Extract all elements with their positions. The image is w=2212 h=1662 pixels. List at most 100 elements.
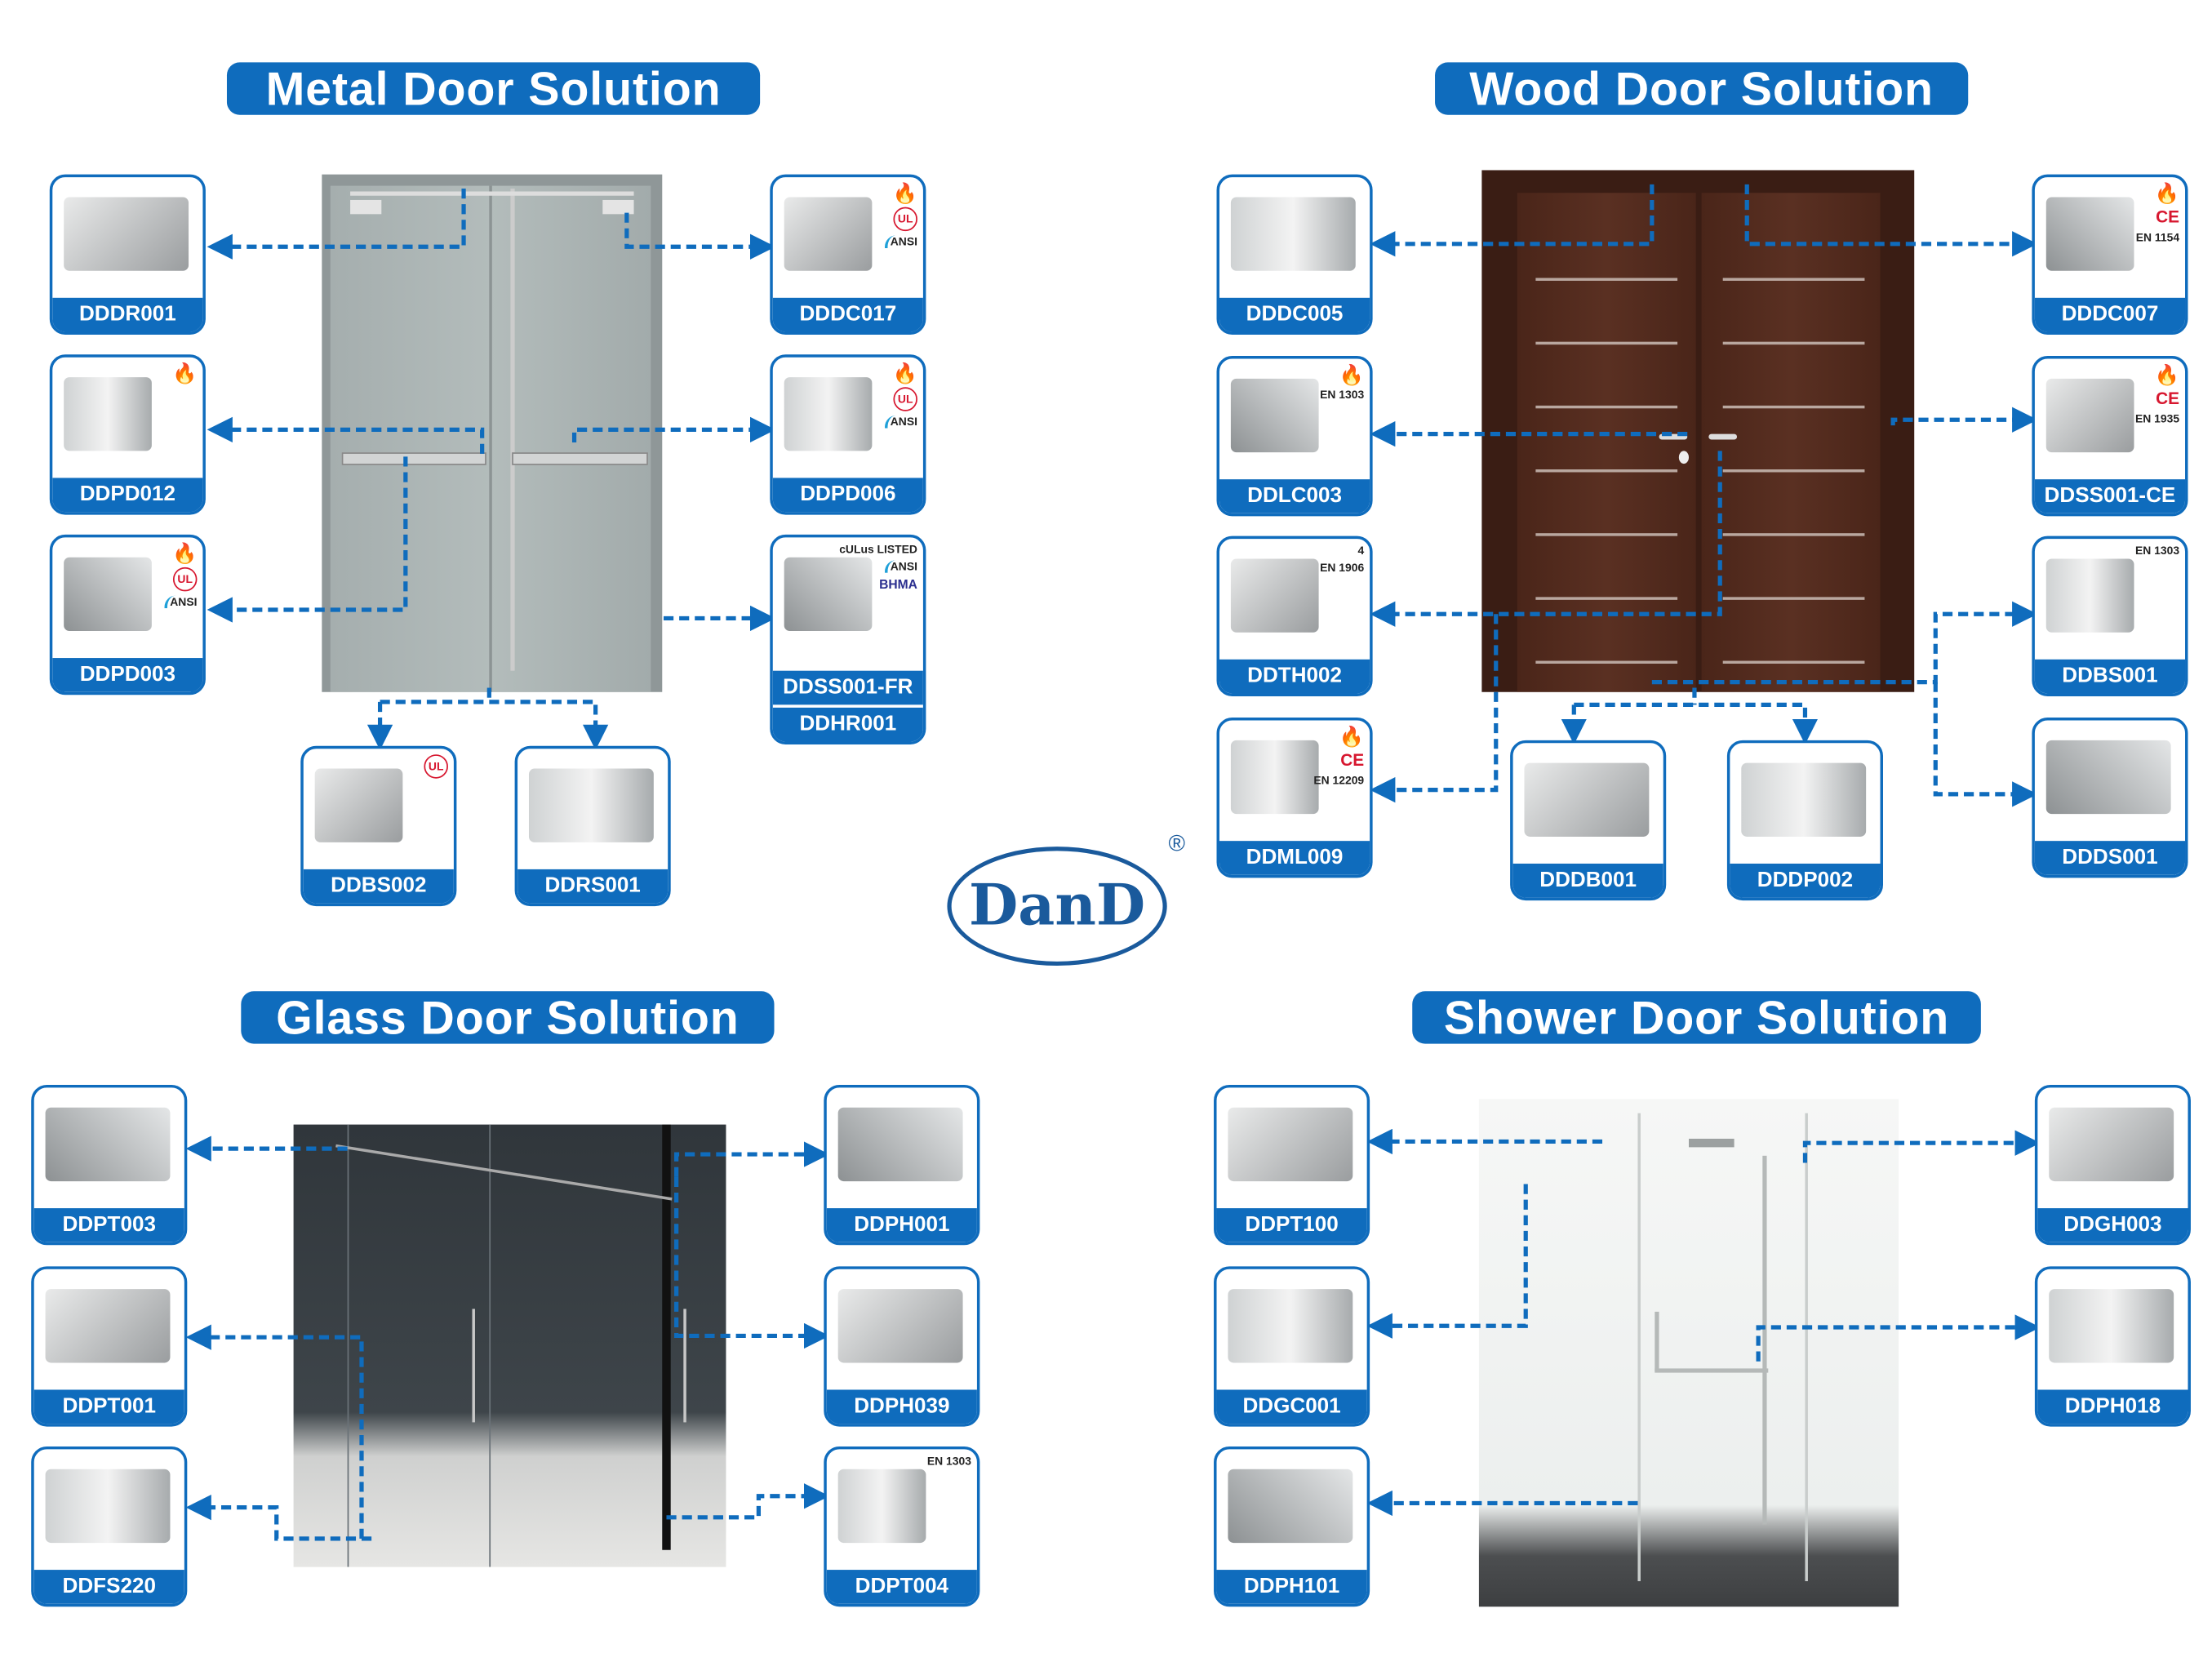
product-photo — [2045, 378, 2134, 453]
certification-badges: EN 1303 — [927, 1455, 971, 1468]
product-card-ddpt003[interactable]: DDPT003 — [31, 1084, 188, 1246]
product-photo — [837, 1469, 926, 1544]
product-code: DDPD012 — [52, 478, 203, 513]
product-photo — [64, 197, 189, 271]
product-image — [2037, 1087, 2188, 1208]
connector-arrow — [185, 1495, 372, 1541]
wood-door-title: Wood Door Solution — [1435, 62, 1969, 115]
en-1935-badge: EN 1935 — [2134, 412, 2180, 426]
door-groove — [1535, 660, 1678, 664]
product-card-ddph018[interactable]: DDPH018 — [2034, 1266, 2191, 1427]
product-photo — [1228, 1107, 1353, 1182]
ul-badge: UL — [893, 387, 917, 411]
product-image: UL — [304, 749, 454, 869]
glass-door-title: Glass Door Solution — [241, 991, 775, 1044]
product-image — [34, 1087, 184, 1208]
product-image — [827, 1087, 977, 1208]
product-photo — [1228, 1289, 1353, 1363]
product-photo — [2045, 197, 2134, 271]
product-code: DDSS001-FR — [772, 670, 923, 705]
product-photo — [837, 1107, 963, 1182]
product-card-ddph101[interactable]: DDPH101 — [1214, 1446, 1370, 1607]
product-code: DDPT001 — [33, 1389, 184, 1424]
product-code: DDPT003 — [33, 1208, 184, 1242]
certification-badges: 🔥 — [172, 363, 197, 383]
metal-door-image — [322, 174, 663, 692]
product-code: DDRS001 — [517, 869, 668, 904]
product-card-ddph001[interactable]: DDPH001 — [824, 1084, 980, 1246]
door-groove — [1535, 341, 1678, 345]
connector-arrow — [1370, 614, 1499, 803]
connector-arrow — [207, 189, 466, 260]
product-card-ddgh003[interactable]: DDGH003 — [2034, 1084, 2191, 1246]
product-code: DDDC017 — [772, 297, 923, 332]
product-image — [34, 1449, 184, 1570]
product-code: DDDP002 — [1730, 863, 1881, 898]
product-card-dddr001[interactable]: DDDR001 — [49, 174, 206, 335]
door-groove — [1722, 533, 1865, 536]
product-card-ddpt001[interactable]: DDPT001 — [31, 1266, 188, 1427]
product-image — [1217, 1449, 1367, 1570]
product-card-dddb001[interactable]: DDDB001 — [1510, 740, 1667, 901]
product-code: DDPH039 — [826, 1389, 977, 1424]
product-card-ddpd012[interactable]: 🔥 DDPD012 — [49, 354, 206, 515]
product-image: EN 1303 — [2035, 539, 2185, 660]
dand-logo: DanD — [947, 847, 1167, 967]
product-photo — [45, 1107, 171, 1182]
en-1303-badge: EN 1303 — [926, 1455, 971, 1469]
fire-rated-icon: 🔥 — [1339, 724, 1365, 748]
product-photo — [2049, 1107, 2174, 1182]
door-groove — [1535, 469, 1678, 473]
product-card-dddp002[interactable]: DDDP002 — [1726, 740, 1884, 901]
door-groove — [1722, 405, 1865, 409]
product-card-ddpt100[interactable]: DDPT100 — [1214, 1084, 1370, 1246]
connector-arrow — [666, 1483, 830, 1520]
product-code: DDPH018 — [2037, 1389, 2188, 1424]
product-code: DDBS002 — [303, 869, 454, 904]
product-card-ddgc001[interactable]: DDGC001 — [1214, 1266, 1370, 1427]
product-card-dddc005[interactable]: DDDC005 — [1216, 174, 1373, 335]
product-card-ddfs220[interactable]: DDFS220 — [31, 1446, 188, 1607]
product-card-ddrs001[interactable]: DDRS001 — [514, 745, 671, 907]
product-code: DDPT004 — [826, 1570, 977, 1604]
product-card-ddph039[interactable]: DDPH039 — [824, 1266, 980, 1427]
ul-badge: UL — [172, 567, 198, 592]
ce-badge: CE — [2156, 388, 2180, 409]
registered-mark: ® — [1168, 832, 1185, 857]
product-photo — [1524, 762, 1650, 837]
product-photo — [784, 197, 873, 271]
product-code: DDDR001 — [52, 297, 203, 332]
connector-arrow — [1890, 407, 2038, 433]
product-image — [1217, 1087, 1367, 1208]
connector-arrow — [207, 456, 408, 623]
product-photo — [64, 557, 152, 632]
door-groove — [1535, 597, 1678, 600]
product-photo — [1230, 740, 1319, 815]
product-photo — [314, 768, 403, 842]
connector-arrow — [1370, 184, 1655, 257]
product-card-ddds001[interactable]: DDDS001 — [2032, 718, 2188, 878]
door-groove — [1722, 660, 1865, 664]
